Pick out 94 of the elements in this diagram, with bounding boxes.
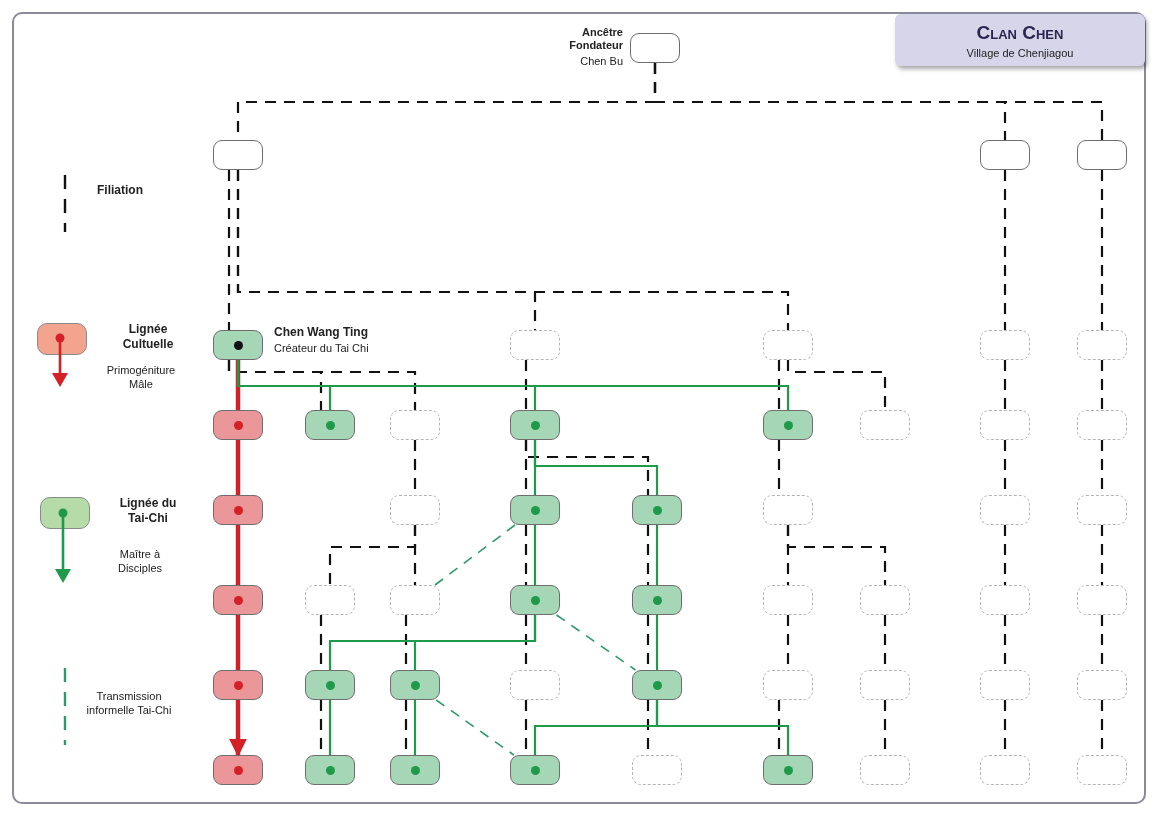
filiation-line [646, 525, 650, 585]
person-box [510, 330, 560, 360]
person-box [390, 585, 440, 615]
person-box [632, 585, 682, 615]
person-box [1077, 755, 1127, 785]
filiation-line [777, 360, 781, 410]
person-box [390, 670, 440, 700]
lineage-line [236, 360, 790, 410]
person-box [763, 330, 813, 360]
person-box [213, 140, 263, 170]
filiation-line [413, 525, 417, 585]
lineage-line [328, 700, 332, 755]
person-box [510, 585, 560, 615]
person-box [980, 410, 1030, 440]
person-box [390, 410, 440, 440]
lineage-line [235, 525, 241, 585]
person-box [213, 585, 263, 615]
person-box [632, 755, 682, 785]
person-box [632, 670, 682, 700]
person-box [860, 585, 910, 615]
person-description: Chen Bu [579, 55, 623, 69]
lineage-line [655, 615, 659, 670]
lineage-line [655, 525, 659, 585]
filiation-line [1003, 360, 1007, 410]
diagram-title: Clan Chen [976, 21, 1064, 44]
legend-label: Transmission informelle Tai-Chi [85, 690, 173, 718]
person-box [763, 670, 813, 700]
legend-note: Primogéniture Mâle [105, 364, 177, 392]
filiation-line [1100, 170, 1104, 330]
lineage-line [235, 615, 241, 670]
person-box [860, 670, 910, 700]
filiation-line [524, 360, 528, 410]
person-box [305, 755, 355, 785]
filiation-line [1003, 525, 1007, 585]
person-box [860, 410, 910, 440]
informal-transmission-line [434, 524, 516, 586]
person-box [213, 755, 263, 785]
filiation-line [786, 525, 887, 585]
lineage-line [533, 525, 537, 585]
person-box [390, 755, 440, 785]
person-box [1077, 140, 1127, 170]
person-box [980, 495, 1030, 525]
person-name: Chen Wang Ting [274, 325, 369, 340]
person-box [980, 330, 1030, 360]
legend-label: Lignée Cultuelle [121, 322, 175, 352]
lineage-line [235, 440, 241, 495]
person-box [860, 755, 910, 785]
lineage-line [235, 360, 241, 410]
person-box [1077, 330, 1127, 360]
person-box [213, 410, 263, 440]
person-box [763, 755, 813, 785]
person-box [510, 410, 560, 440]
person-box [980, 140, 1030, 170]
filiation-line [1100, 525, 1104, 585]
filiation-line [1100, 360, 1104, 410]
person-box [763, 585, 813, 615]
person-box [763, 410, 813, 440]
person-box [305, 410, 355, 440]
person-box [510, 495, 560, 525]
filiation-line [227, 170, 231, 330]
informal-transmission-line [435, 699, 515, 756]
person-box [980, 670, 1030, 700]
person-box [1077, 410, 1127, 440]
lineage-line [413, 615, 537, 670]
person-box [510, 755, 560, 785]
person-box [1077, 670, 1127, 700]
person-box [980, 755, 1030, 785]
lineage-line [413, 700, 417, 755]
filiation-line [786, 360, 887, 410]
person-box [305, 670, 355, 700]
person-box [213, 670, 263, 700]
person-box [1077, 585, 1127, 615]
filiation-line [653, 63, 1104, 140]
informal-transmission-line [555, 614, 637, 671]
arrow [229, 700, 247, 757]
filiation-line [236, 170, 790, 330]
person-box [763, 495, 813, 525]
person-box [632, 495, 682, 525]
subtitle: Village de Chenjiagou [966, 46, 1074, 59]
lineage-line [655, 700, 790, 755]
filiation-line [524, 525, 528, 585]
person-box [510, 670, 560, 700]
person-description: Créateur du Tai Chi [274, 342, 370, 356]
filiation-line [1003, 170, 1007, 330]
legend-label: Filiation [97, 183, 144, 198]
filiation-line [227, 360, 417, 410]
person-box [213, 495, 263, 525]
legend-label: Lignée du Tai-Chi [118, 496, 178, 526]
person-box [980, 585, 1030, 615]
person-box [305, 585, 355, 615]
person-name: Ancêtre Fondateur [568, 26, 623, 53]
legend-note: Maître à Disciples [117, 548, 163, 576]
person-box [1077, 495, 1127, 525]
person-box [390, 495, 440, 525]
